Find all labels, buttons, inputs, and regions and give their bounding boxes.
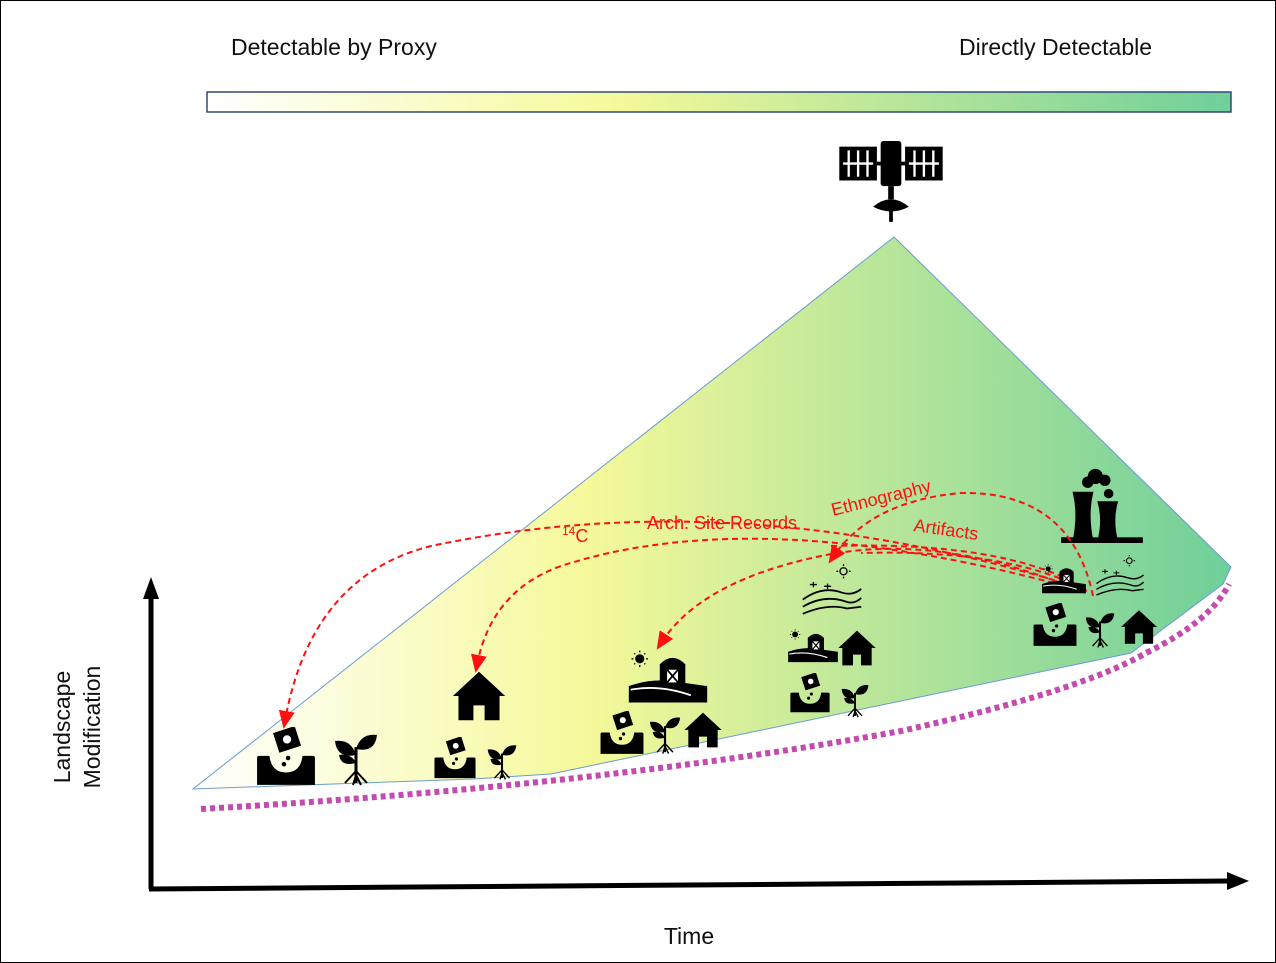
arrow-artifacts: [656, 547, 1086, 650]
x-axis-label: Time: [663, 923, 715, 949]
c14-label: 14C: [562, 524, 588, 546]
arrow-extra-1: [830, 544, 1082, 587]
arrow-arch-sites: [471, 537, 1084, 673]
y-axis-label: Landscape Modification: [47, 627, 107, 827]
x-axis: [148, 878, 1232, 892]
satellite-icon: [839, 141, 943, 224]
arrow-14c: [278, 520, 1084, 729]
detectable-by-proxy-label: Detectable by Proxy: [231, 34, 437, 60]
landscape-trend-dotted-line: [200, 582, 1232, 812]
arrow-ethnography: [828, 491, 1094, 597]
directly-detectable-label: Directly Detectable: [959, 34, 1153, 60]
x-axis-arrowhead: [1227, 872, 1249, 890]
detection-cone: [191, 236, 1232, 790]
y-axis-label-line1: Landscape: [49, 670, 75, 784]
detectability-gradient-bar: [206, 91, 1232, 113]
y-axis-label-line2: Modification: [79, 665, 105, 789]
arch-site-records-label: Arch. Site Records: [647, 513, 797, 533]
y-axis-arrowhead: [143, 577, 159, 599]
